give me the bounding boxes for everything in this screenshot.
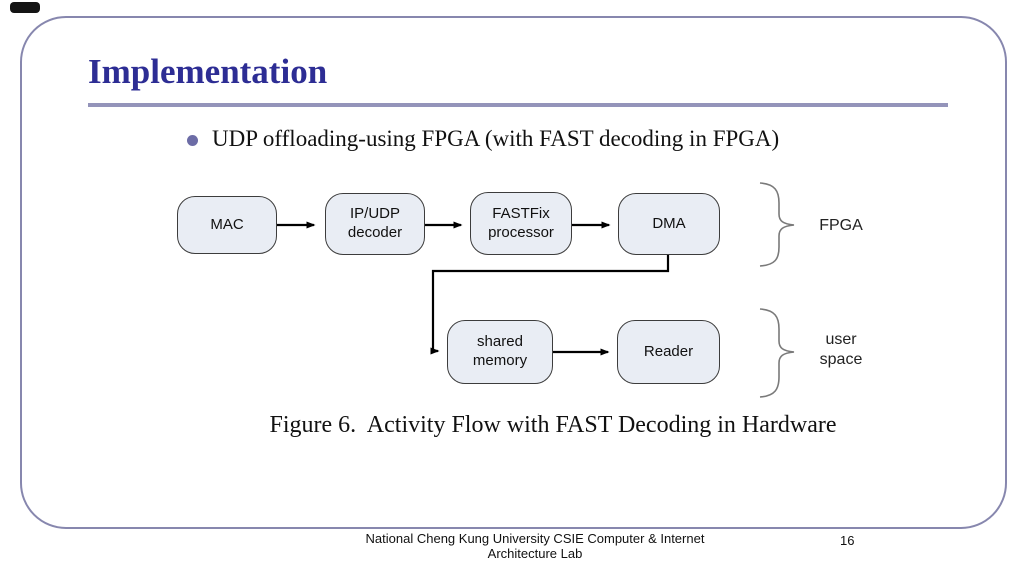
title-underline	[88, 103, 948, 107]
figure-caption: Figure 6. Activity Flow with FAST Decodi…	[269, 412, 837, 438]
node-mac: MAC	[177, 196, 277, 254]
footer-line-1: National Cheng Kung University CSIE Comp…	[365, 531, 705, 546]
footer-line-2: Architecture Lab	[487, 546, 583, 562]
page-title: Implementation	[88, 52, 328, 91]
group-label-fpga: FPGA	[819, 217, 863, 234]
node-ip-udp-decoder: IP/UDP decoder	[325, 193, 425, 255]
bullet-text: UDP offloading-using FPGA (with FAST dec…	[212, 126, 780, 151]
node-dma: DMA	[618, 193, 720, 255]
page-number: 16	[840, 533, 855, 548]
screen-corner-artifact	[10, 2, 40, 13]
bullet-icon	[187, 135, 198, 146]
node-fastfix-processor: FASTFix processor	[470, 192, 572, 255]
footer: National Cheng Kung University CSIE Comp…	[240, 531, 830, 562]
slide-frame	[20, 16, 1007, 529]
group-label-user-space: user space	[819, 331, 863, 368]
node-shared-memory: shared memory	[447, 320, 553, 384]
node-reader: Reader	[617, 320, 720, 384]
